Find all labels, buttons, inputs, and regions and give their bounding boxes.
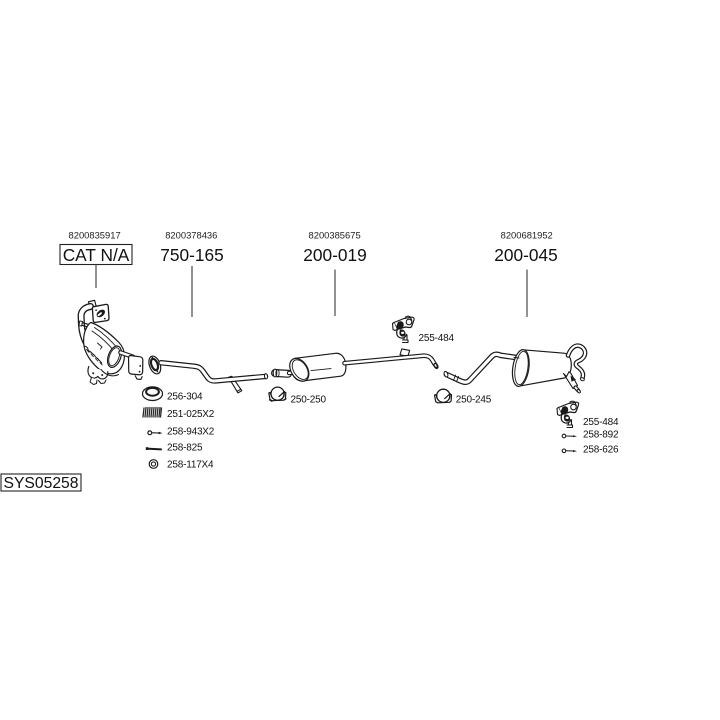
svg-text:250-250: 250-250	[291, 395, 327, 406]
svg-text:255-484: 255-484	[583, 417, 619, 428]
svg-text:8200378436: 8200378436	[165, 229, 217, 240]
svg-text:258-825: 258-825	[167, 443, 203, 454]
svg-text:251-025X2: 251-025X2	[167, 409, 215, 420]
svg-text:200-019: 200-019	[303, 245, 366, 265]
svg-text:256-304: 256-304	[167, 392, 203, 403]
svg-text:258-117X4: 258-117X4	[167, 460, 214, 471]
svg-text:8200835917: 8200835917	[69, 229, 121, 240]
svg-text:200-045: 200-045	[494, 245, 557, 265]
svg-text:250-245: 250-245	[456, 395, 492, 406]
svg-text:8200385675: 8200385675	[309, 229, 361, 240]
svg-text:258-943X2: 258-943X2	[167, 427, 215, 438]
svg-text:750-165: 750-165	[160, 245, 223, 265]
svg-text:258-626: 258-626	[583, 445, 619, 456]
svg-text:8200681952: 8200681952	[501, 229, 553, 240]
svg-text:CAT N/A: CAT N/A	[63, 245, 130, 265]
svg-text:255-484: 255-484	[419, 333, 455, 344]
svg-text:258-892: 258-892	[583, 430, 619, 441]
svg-text:SYS05258: SYS05258	[3, 475, 78, 492]
